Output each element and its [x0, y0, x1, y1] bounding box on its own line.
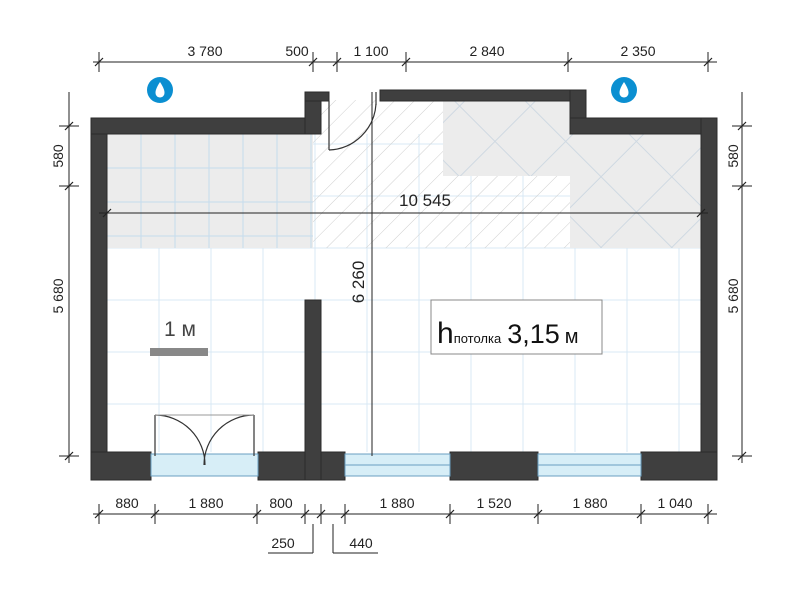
ceiling-unit: м: [565, 326, 579, 348]
scale-bar: [150, 348, 208, 356]
tile-zone-left: [107, 134, 313, 248]
bottom-extra-0: 250: [271, 535, 295, 551]
ceiling-h: h: [437, 317, 454, 350]
bottom-dim-1: 1 880: [188, 495, 223, 511]
top-dimensions: 3 780 500 1 100 2 840 2 350: [93, 43, 717, 72]
height-total-label: 6 260: [349, 261, 368, 304]
balcony-door: [154, 414, 255, 466]
scale-bar-label: 1 м: [164, 318, 196, 341]
top-dim-1: 500: [285, 43, 309, 59]
bottom-dim-2: 800: [269, 495, 293, 511]
bottom-dim-5: 1 880: [572, 495, 607, 511]
left-dimensions: 580 5 680: [50, 92, 79, 463]
bottom-dim-3: 1 880: [379, 495, 414, 511]
bottom-dim-4: 1 520: [476, 495, 511, 511]
left-dim-1: 5 680: [50, 278, 66, 313]
ceiling-value: 3,15: [507, 319, 560, 349]
bottom-extra-1: 440: [349, 535, 373, 551]
top-dim-2: 1 100: [353, 43, 388, 59]
top-dim-4: 2 350: [620, 43, 655, 59]
windows: [150, 453, 642, 477]
bottom-dimensions: 880 1 880 800 1 880 1 520 1 880 1 040 25…: [93, 495, 717, 554]
bottom-dim-0: 880: [115, 495, 139, 511]
water-drop-icon: [147, 77, 173, 103]
diamond-zone-a: [443, 100, 570, 176]
right-dimensions: 580 5 680: [725, 92, 752, 463]
entrance-door: [328, 92, 377, 151]
hatch-zone: [313, 100, 443, 248]
left-dim-0: 580: [50, 144, 66, 168]
ceiling-sub: потолка: [454, 331, 502, 346]
width-total-label: 10 545: [399, 191, 451, 210]
top-dim-0: 3 780: [187, 43, 222, 59]
diamond-zone-b: [570, 134, 701, 248]
walls: [90, 89, 718, 481]
water-drop-icon: [611, 77, 637, 103]
hatch-zone-lower: [443, 176, 570, 248]
bottom-dim-6: 1 040: [657, 495, 692, 511]
right-dim-0: 580: [725, 144, 741, 168]
right-dim-1: 5 680: [725, 278, 741, 313]
top-dim-3: 2 840: [469, 43, 504, 59]
